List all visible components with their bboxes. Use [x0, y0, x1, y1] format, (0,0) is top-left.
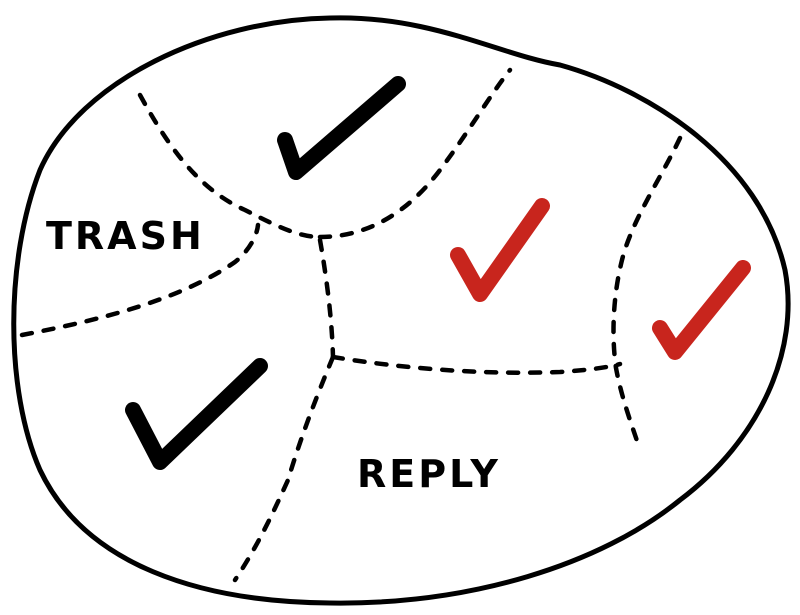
trash-label: TRASH [46, 214, 205, 258]
divider-top-right-arc [317, 67, 513, 240]
divider-right-vertical [611, 135, 683, 453]
blob-outline [11, 15, 791, 606]
check-icon [652, 260, 751, 360]
check-icon [125, 358, 268, 470]
check-icon [277, 76, 406, 180]
check-icon [450, 198, 550, 302]
divider-top-left-arc [137, 92, 323, 240]
divider-center-vertical [317, 237, 336, 360]
divider-trash-bottom [19, 222, 261, 338]
divider-center-horizontal [330, 354, 623, 375]
divider-bottom-vertical [232, 354, 336, 583]
reply-label: REPLY [357, 452, 501, 496]
